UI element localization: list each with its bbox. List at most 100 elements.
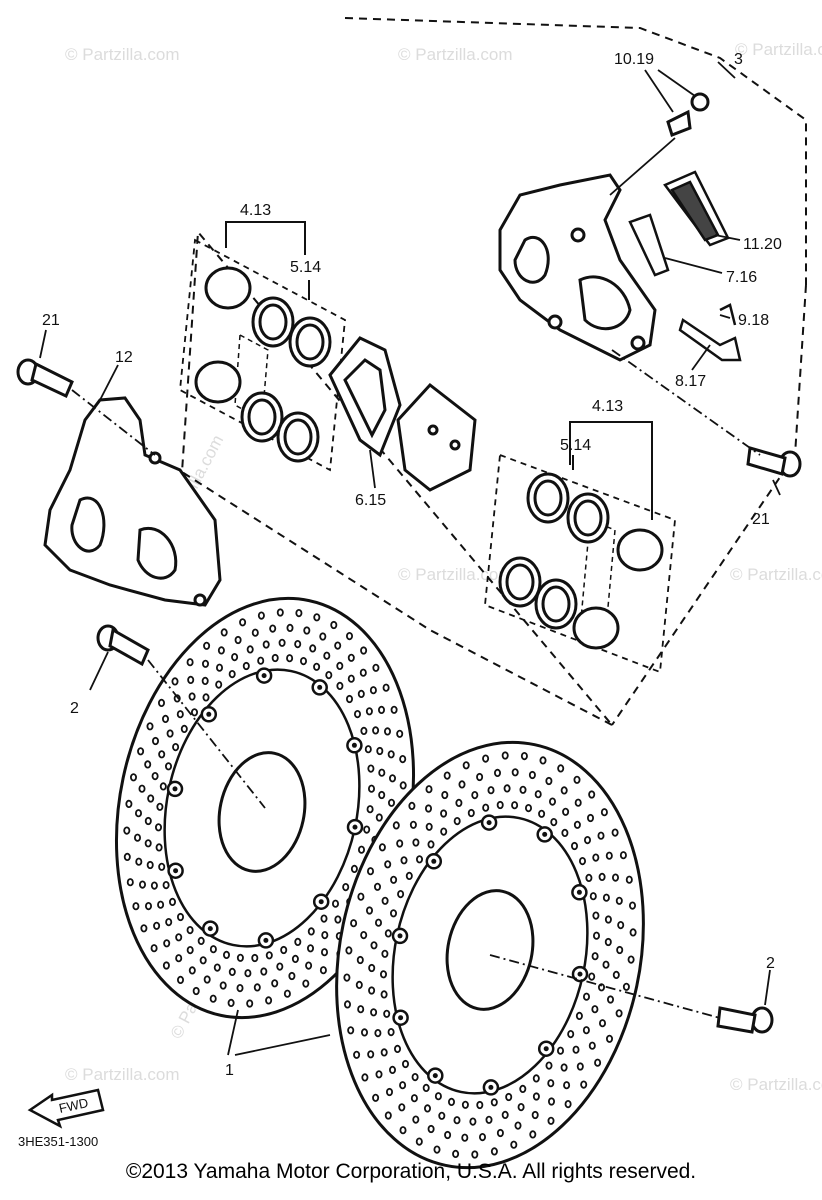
vent-hole	[236, 983, 244, 993]
label-2-left: 2	[70, 700, 79, 717]
vent-hole	[133, 833, 141, 842]
vent-hole	[126, 878, 134, 887]
right-pistons	[498, 472, 664, 650]
vent-hole	[251, 953, 259, 963]
vent-hole	[331, 899, 339, 908]
label-11-20: 11.20	[743, 236, 782, 253]
disc-rivet-center	[577, 971, 583, 977]
vent-hole	[313, 662, 321, 671]
vent-hole	[438, 1111, 446, 1120]
vent-hole	[571, 841, 579, 851]
vent-hole	[363, 825, 371, 834]
vent-hole	[228, 967, 236, 977]
vent-hole	[604, 915, 612, 924]
vent-hole	[560, 786, 568, 795]
vent-hole	[594, 1058, 602, 1067]
vent-hole	[580, 1080, 588, 1089]
assembly-boundary	[180, 17, 807, 726]
vent-hole	[288, 971, 296, 981]
vent-hole	[188, 692, 196, 701]
vent-hole	[345, 631, 353, 641]
vent-hole	[159, 782, 167, 791]
vent-hole	[262, 640, 270, 649]
vent-hole	[280, 945, 288, 955]
vent-hole	[520, 751, 528, 761]
vent-hole	[412, 1115, 420, 1124]
vent-hole	[607, 995, 615, 1004]
left-pistons	[194, 266, 332, 463]
vent-hole	[399, 781, 407, 790]
vent-hole	[573, 775, 581, 784]
vent-hole	[496, 1128, 504, 1138]
vent-hole	[393, 1044, 401, 1054]
vent-hole	[251, 628, 259, 637]
vent-hole	[605, 851, 613, 860]
disc-rivet-center	[172, 786, 178, 792]
label-7-16: 7.16	[726, 269, 757, 286]
vent-hole	[400, 856, 408, 865]
vent-hole	[409, 820, 417, 829]
pad-hardware	[628, 170, 742, 362]
vent-hole	[373, 882, 381, 891]
vent-hole	[561, 828, 569, 838]
vent-hole	[501, 751, 509, 760]
vent-hole	[242, 661, 250, 671]
vent-hole	[168, 897, 176, 907]
vent-hole	[134, 809, 142, 818]
vent-hole	[390, 875, 398, 884]
vent-hole	[383, 1009, 391, 1018]
vent-hole	[372, 1093, 380, 1102]
vent-hole	[388, 774, 396, 783]
vent-hole	[360, 1028, 368, 1037]
vent-hole	[186, 658, 194, 667]
vent-hole	[192, 986, 200, 996]
copyright-notice: ©2013 Yamaha Motor Corporation, U.S.A. A…	[125, 1160, 697, 1183]
vent-hole	[538, 809, 546, 818]
vent-hole	[593, 931, 601, 940]
vent-hole	[598, 872, 606, 882]
vent-hole	[306, 944, 314, 953]
vent-hole	[334, 915, 342, 924]
vent-hole	[567, 1030, 575, 1039]
vent-hole	[376, 746, 384, 756]
vent-hole	[129, 773, 137, 782]
vent-hole	[175, 933, 183, 942]
vent-hole	[576, 1062, 584, 1071]
label-4-13-left: 4.13	[240, 202, 271, 219]
vent-hole	[276, 608, 284, 617]
vent-hole	[231, 652, 239, 662]
vent-hole	[330, 620, 338, 630]
vent-hole	[138, 784, 146, 793]
vent-hole	[365, 906, 373, 915]
brake-pads	[328, 336, 477, 492]
vent-hole	[164, 762, 172, 771]
watermark-1: © Partzilla.com	[65, 45, 180, 64]
vent-hole	[411, 1073, 419, 1082]
vent-hole	[291, 954, 299, 964]
vent-hole	[592, 911, 600, 920]
disc-rivet-center	[261, 673, 267, 679]
label-21-right: 21	[752, 511, 770, 528]
vent-hole	[345, 946, 353, 955]
vent-hole	[146, 722, 154, 731]
vent-hole	[260, 967, 268, 976]
vent-hole	[236, 953, 244, 962]
vent-hole	[476, 1100, 484, 1110]
vent-hole	[172, 742, 180, 752]
disc-rivet-center	[352, 824, 358, 830]
vent-hole	[599, 1019, 607, 1028]
disc-rivet-center	[398, 1015, 404, 1021]
disc-rivet-center	[431, 858, 437, 864]
vent-hole	[625, 875, 633, 884]
vent-hole	[350, 919, 358, 928]
vent-hole	[367, 764, 375, 773]
vent-hole	[392, 821, 400, 830]
vent-hole	[604, 937, 612, 947]
vent-hole	[323, 651, 331, 660]
vent-hole	[360, 646, 368, 655]
vent-hole	[187, 675, 195, 685]
vent-hole	[320, 948, 328, 957]
vent-hole	[384, 1111, 392, 1120]
vent-hole	[425, 822, 433, 831]
vent-hole	[563, 1081, 571, 1090]
